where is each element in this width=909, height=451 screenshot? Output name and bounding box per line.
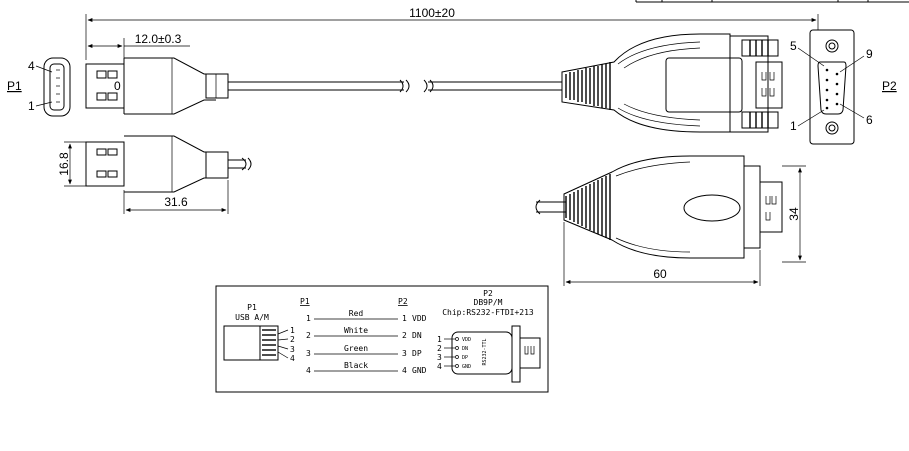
wire-row: 4 Black 4 GND <box>306 361 427 375</box>
title-block-fragment <box>635 0 909 3</box>
p1-pin-1: 1 <box>28 99 35 113</box>
plug-depth-label: 12.0±0.3 <box>135 32 182 46</box>
wire-color: White <box>344 326 368 335</box>
wire-p2-pin: 1 <box>402 314 407 323</box>
wire-p2-pin: 4 <box>402 366 407 375</box>
db9-face-view: 5 9 1 6 P2 <box>790 29 897 145</box>
usb-plug-side-view: 16.8 31.6 <box>57 135 252 214</box>
p1-pin-4: 4 <box>28 59 35 73</box>
column-p2-header: P2 <box>398 297 408 306</box>
db9-hood-top-view <box>561 33 783 133</box>
schematic-p2-pin-2: 2 <box>437 344 442 353</box>
wire-signal: VDD <box>412 314 427 323</box>
wire-p1-pin: 3 <box>306 349 311 358</box>
hood-length-label: 60 <box>653 267 667 281</box>
p2-label: P2 <box>882 79 897 93</box>
usb-plug-top-view: 0 <box>85 57 562 115</box>
plug-length-label: 31.6 <box>164 195 188 209</box>
board-pin-dp: DP <box>462 355 468 361</box>
wire-p1-pin: 1 <box>306 314 311 323</box>
wire-row: 1 Red 1 VDD <box>306 309 427 323</box>
schematic-p1-pin-4: 4 <box>290 354 295 363</box>
wire-color: Black <box>344 361 368 370</box>
wire-signal: GND <box>412 366 427 375</box>
board-pin-dn: DN <box>462 346 468 352</box>
overall-length-label: 1100±20 <box>409 6 455 20</box>
p2-pin-1: 1 <box>790 119 797 133</box>
wire-p1-pin: 4 <box>306 366 311 375</box>
schematic-p1-subtitle: USB A/M <box>235 313 269 322</box>
chip-label: Chip:RS232-FTDI+213 <box>442 308 534 317</box>
schematic-p1-title: P1 <box>247 303 257 312</box>
schematic-p2-subtitle: DB9P/M <box>474 298 503 307</box>
wire-signal: DP <box>412 349 422 358</box>
p1-label: P1 <box>7 79 22 93</box>
schematic-p2-pin-1: 1 <box>437 335 442 344</box>
wire-p2-pin: 3 <box>402 349 407 358</box>
wire-p2-pin: 2 <box>402 331 407 340</box>
wire-row: 3 Green 3 DP <box>306 344 422 358</box>
db9-hood-side-view: 34 60 <box>535 155 806 286</box>
wire-color: Red <box>349 309 364 318</box>
overall-length-dimension: 1100±20 <box>85 6 819 60</box>
schematic-p2-pin-3: 3 <box>437 353 442 362</box>
column-p1-header: P1 <box>300 297 310 306</box>
p2-pin-6: 6 <box>866 113 873 127</box>
plug-mark: 0 <box>114 79 121 93</box>
wire-p1-pin: 2 <box>306 331 311 340</box>
schematic-p1-pin-1: 1 <box>290 326 295 335</box>
schematic-p1-pin-2: 2 <box>290 335 295 344</box>
board-text: RS232-TTL <box>482 338 488 365</box>
wire-signal: DN <box>412 331 422 340</box>
p2-pin-9: 9 <box>866 47 873 61</box>
usb-face-view: P1 4 1 <box>7 57 71 117</box>
board-pin-vdd: VDD <box>462 337 471 343</box>
schematic-p2-title: P2 <box>483 289 493 298</box>
plug-depth-dimension: 12.0±0.3 <box>87 32 190 60</box>
schematic-p1-pin-3: 3 <box>290 345 295 354</box>
board-pin-gnd: GND <box>462 364 471 370</box>
wiring-schematic: P1 USB A/M 1 2 3 4 P1 P2 1 Red 1 VDD 2 W… <box>215 285 549 393</box>
hood-depth-label: 34 <box>787 207 801 221</box>
wire-color: Green <box>344 344 368 353</box>
wire-row: 2 White 2 DN <box>306 326 422 340</box>
plug-width-label: 16.8 <box>57 152 71 176</box>
p2-pin-5: 5 <box>790 39 797 53</box>
schematic-p2-pin-4: 4 <box>437 362 442 371</box>
